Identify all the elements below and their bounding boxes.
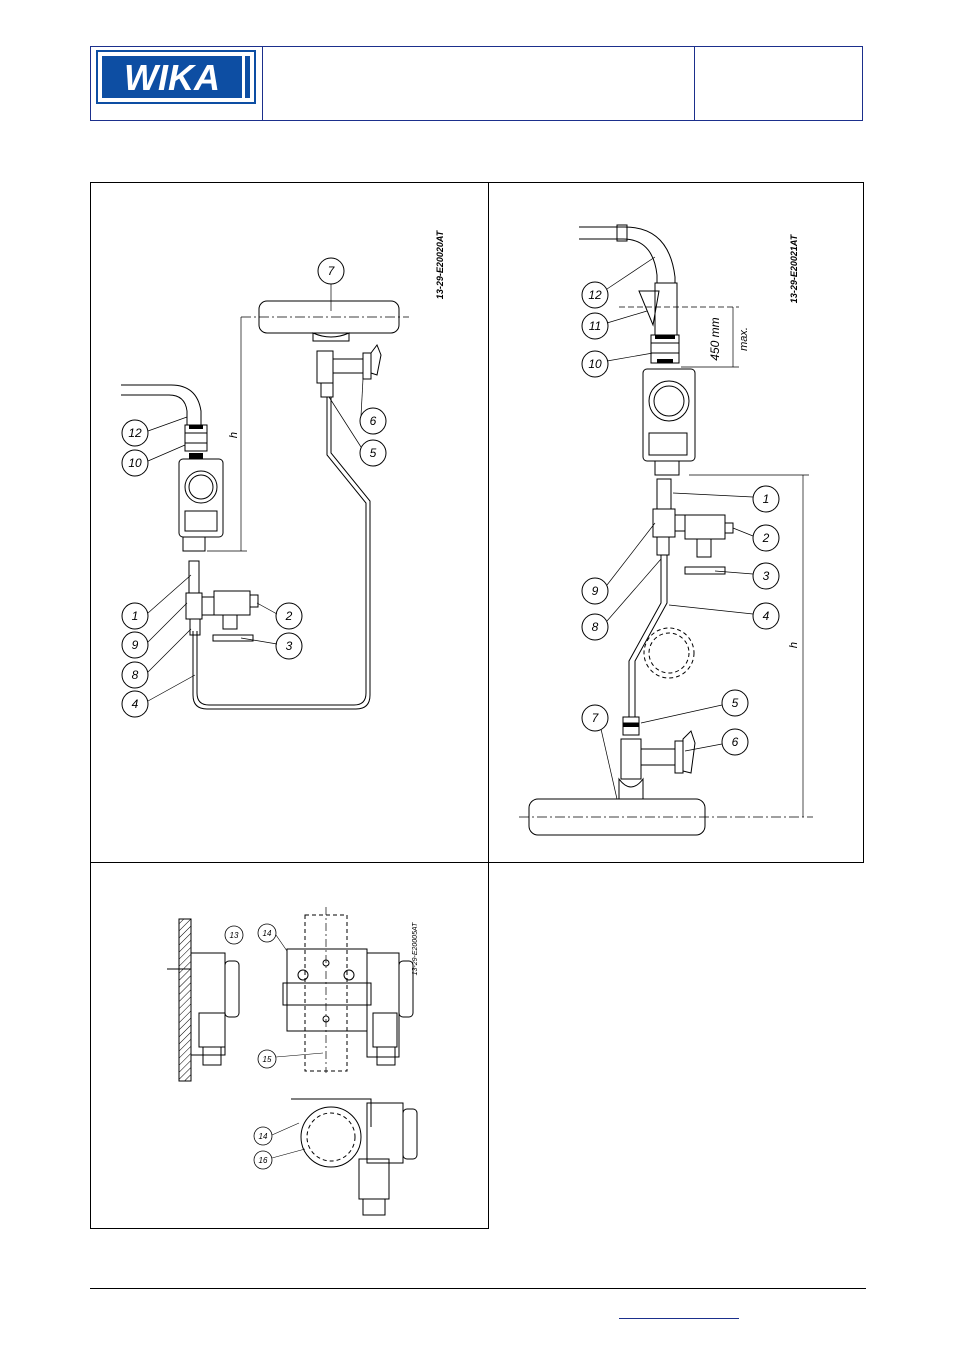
callout-8: 8	[592, 620, 599, 634]
callout-4: 4	[132, 697, 139, 711]
callout-6: 6	[732, 735, 739, 749]
logo-text: WIKA	[124, 57, 220, 98]
dimension-h: h	[228, 432, 240, 438]
callout-1: 1	[763, 492, 770, 506]
callout-6: 6	[370, 414, 377, 428]
callout-15: 15	[263, 1055, 272, 1064]
installation-drawing-1: 7 12 10 6 5 1 9 8 4 2 3 h 13-29-E20020AT	[91, 183, 490, 864]
callout-9: 9	[592, 584, 599, 598]
drawing-id: 13-29-E20021AT	[789, 233, 799, 303]
callout-10: 10	[588, 357, 602, 371]
header-title-cell	[262, 47, 695, 120]
callout-5: 5	[732, 696, 739, 710]
drawing-id: 13-29-E20020AT	[435, 229, 445, 299]
callout-14-top: 14	[259, 1132, 268, 1141]
callout-12: 12	[588, 288, 602, 302]
callout-11: 11	[589, 319, 601, 333]
drawing-id: 13-29-E20005AT	[412, 922, 419, 976]
callout-13: 13	[230, 931, 239, 940]
dimension-h: h	[788, 642, 800, 648]
callout-14: 14	[263, 929, 272, 938]
callout-5: 5	[370, 446, 377, 460]
callout-10: 10	[128, 456, 142, 470]
callout-9: 9	[132, 638, 139, 652]
distance-label: 450 mm	[708, 317, 722, 360]
figure-panel-3: 13 14 15 14 16 13-29-E20005AT	[90, 862, 489, 1229]
callout-3: 3	[763, 569, 770, 583]
callout-2: 2	[762, 531, 770, 545]
callout-3: 3	[286, 639, 293, 653]
callout-8: 8	[132, 668, 139, 682]
figure-panel-2: 12 11 10 1 2 3 9 8 4 5 7 6 450 mm max. h…	[488, 182, 864, 863]
footer-link-underline[interactable]	[619, 1318, 739, 1319]
callout-4: 4	[763, 609, 770, 623]
callout-1: 1	[132, 609, 139, 623]
mounting-drawing: 13 14 15 14 16 13-29-E20005AT	[91, 863, 490, 1230]
callout-16: 16	[259, 1156, 268, 1165]
installation-drawing-2: 12 11 10 1 2 3 9 8 4 5 7 6 450 mm max. h…	[489, 183, 865, 864]
callout-12: 12	[128, 426, 142, 440]
footer-rule	[90, 1288, 866, 1289]
distance-qualifier: max.	[738, 327, 750, 351]
callout-2: 2	[285, 609, 293, 623]
figure-panel-1: 7 12 10 6 5 1 9 8 4 2 3 h 13-29-E20020AT	[90, 182, 489, 863]
wika-logo: WIKA	[96, 50, 256, 104]
